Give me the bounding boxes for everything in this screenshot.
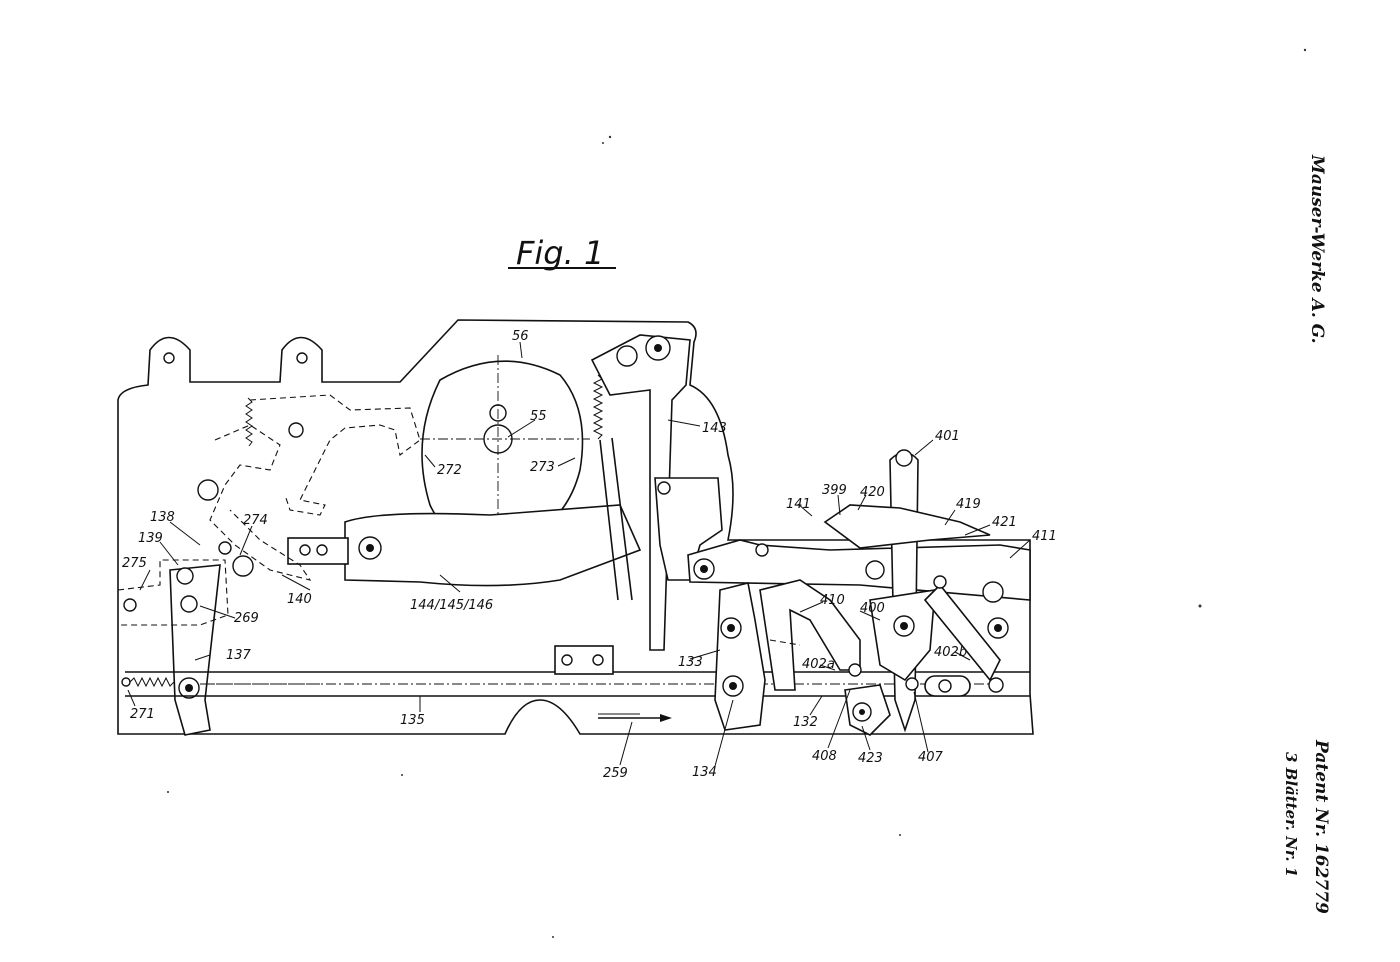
base-plate-outline [117, 319, 1034, 735]
direction-arrow-259 [598, 713, 672, 722]
label-135: 135 [400, 713, 425, 728]
scan-specks [167, 48, 1307, 938]
label-411: 411 [1032, 529, 1057, 544]
label-401: 401 [935, 429, 960, 444]
lever-144-hole-2 [316, 544, 328, 556]
label-275: 275 [122, 556, 147, 571]
leader-lines [127, 341, 1031, 767]
label-407: 407 [918, 750, 944, 765]
label-402b: 402b [934, 645, 967, 660]
plate-275 [117, 559, 229, 626]
spring-upper-left [245, 397, 253, 447]
label-134: 134 [692, 765, 717, 780]
dashed-linkage-left [209, 424, 312, 581]
label-423: 423 [858, 751, 883, 766]
label-272: 272 [437, 463, 462, 478]
label-56: 56 [512, 329, 529, 344]
dashed-linkage-upper [249, 394, 421, 516]
label-138: 138 [150, 510, 175, 525]
label-420: 420 [860, 485, 885, 500]
figure-title: Fig. 1 [516, 234, 604, 272]
patent-number: Patent Nr. 162779 [1311, 739, 1331, 914]
label-133: 133 [678, 655, 703, 670]
arm-143-pivot-1 [616, 345, 638, 367]
company-name: Mauser-Werke A. G. [1307, 154, 1327, 344]
link-rod-273 [599, 439, 619, 601]
lever-144-145-146 [344, 504, 642, 587]
label-399: 399 [822, 483, 847, 498]
spring-271 [129, 676, 175, 688]
label-132: 132 [793, 715, 818, 730]
mount-hole-right [296, 352, 308, 364]
lever-144-hole-1 [299, 544, 311, 556]
label-271: 271 [130, 707, 155, 722]
mount-hole-left [163, 352, 175, 364]
label-141: 141 [786, 497, 811, 512]
label-144-145-146: 144/145/146 [410, 598, 493, 613]
label-140: 140 [287, 592, 312, 607]
label-259: 259 [603, 766, 628, 781]
label-143: 143 [702, 421, 727, 436]
pawl-399-419 [823, 504, 991, 549]
label-421: 421 [992, 515, 1017, 530]
label-139: 139 [138, 531, 163, 546]
lever-137 [169, 564, 221, 736]
label-419: 419 [956, 497, 981, 512]
sheet-count: 3 Blätter. Nr. 1 [1282, 752, 1300, 877]
label-269: 269 [234, 611, 259, 626]
spring-143 [592, 374, 604, 440]
label-274: 274 [243, 513, 268, 528]
cam-402a [759, 579, 861, 691]
label-273: 273 [530, 460, 555, 475]
label-55: 55 [530, 409, 547, 424]
label-402a: 402a [802, 657, 835, 672]
label-400: 400 [860, 601, 885, 616]
frame-410 [714, 582, 766, 731]
label-137: 137 [226, 648, 252, 663]
link-402b [923, 583, 1001, 682]
label-408: 408 [812, 749, 837, 764]
label-410: 410 [820, 593, 845, 608]
